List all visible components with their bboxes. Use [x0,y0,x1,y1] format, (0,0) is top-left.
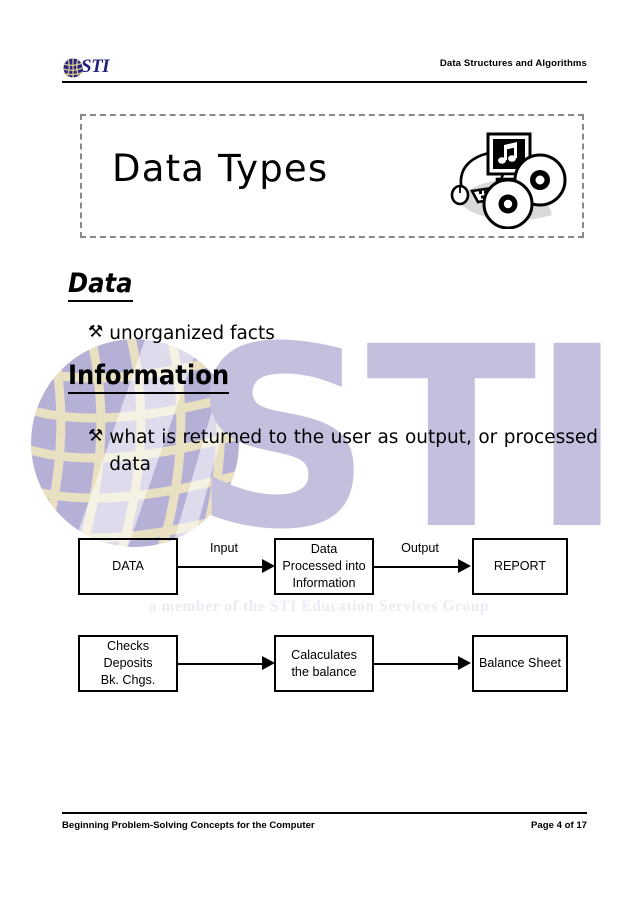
flow-box-report: REPORT [472,538,568,595]
flow-box-line: Data [310,542,338,556]
header-divider [62,81,587,83]
bullet-text: unorganized facts [109,323,275,344]
flow-box-line: Deposits [103,656,153,670]
flow-box-line: the balance [291,664,357,679]
flow-arrow-line-3 [178,663,264,665]
crossed-tools-bullet-icon: ⚒ [88,322,104,342]
footer-divider [62,812,587,814]
bullet-information-definition: ⚒ what is returned to the user as output… [88,424,598,478]
flow-box-line: Calaculates [291,647,357,662]
footer-book-title: Beginning Problem-Solving Concepts for t… [62,820,315,831]
page-header: STI Data Structures and Algorithms [62,54,587,86]
crossed-tools-bullet-icon: ⚒ [88,426,104,446]
flow-box-line: Checks [107,639,149,653]
flow-arrow-line-1 [178,566,264,568]
course-title: Data Structures and Algorithms [439,58,587,69]
slide-title-box: Data Types [80,114,584,238]
flow-arrow-label-input: Input [209,541,238,555]
section-heading-data: Data [68,269,133,302]
flow-box-line: Processed into [282,559,366,573]
flow-arrow-label-output: Output [401,541,439,555]
flow-arrow-line-4 [374,663,460,665]
flow-arrow-line-2 [374,566,460,568]
flow-box-calculates: Calaculates the balance [274,635,374,692]
flow-box-checks: Checks Deposits Bk. Chgs. [78,635,178,692]
flow-arrow-head-4 [458,656,471,670]
bullet-unorganized-facts: ⚒ unorganized facts [88,320,275,347]
section-heading-information: Information [68,361,230,394]
flow-arrow-head-3 [262,656,275,670]
bullet-text: what is returned to the user as output, … [109,427,598,475]
flow-arrow-head-1 [262,559,275,573]
footer-page-number: Page 4 of 17 [531,820,587,831]
page-title: Data Types [112,147,329,190]
flow-box-line: Bk. Chgs. [100,673,156,687]
globe-icon [63,58,83,78]
sti-logo: STI [62,56,122,78]
flow-box-processed: Data Processed into Information [274,538,374,595]
flow-box-line: Information [292,576,356,590]
flow-box-balance-sheet: Balance Sheet [472,635,568,692]
sti-logo-text: STI [81,56,110,77]
multimedia-computer-cds-icon [450,132,567,229]
flow-box-data: DATA [78,538,178,595]
flow-arrow-head-2 [458,559,471,573]
